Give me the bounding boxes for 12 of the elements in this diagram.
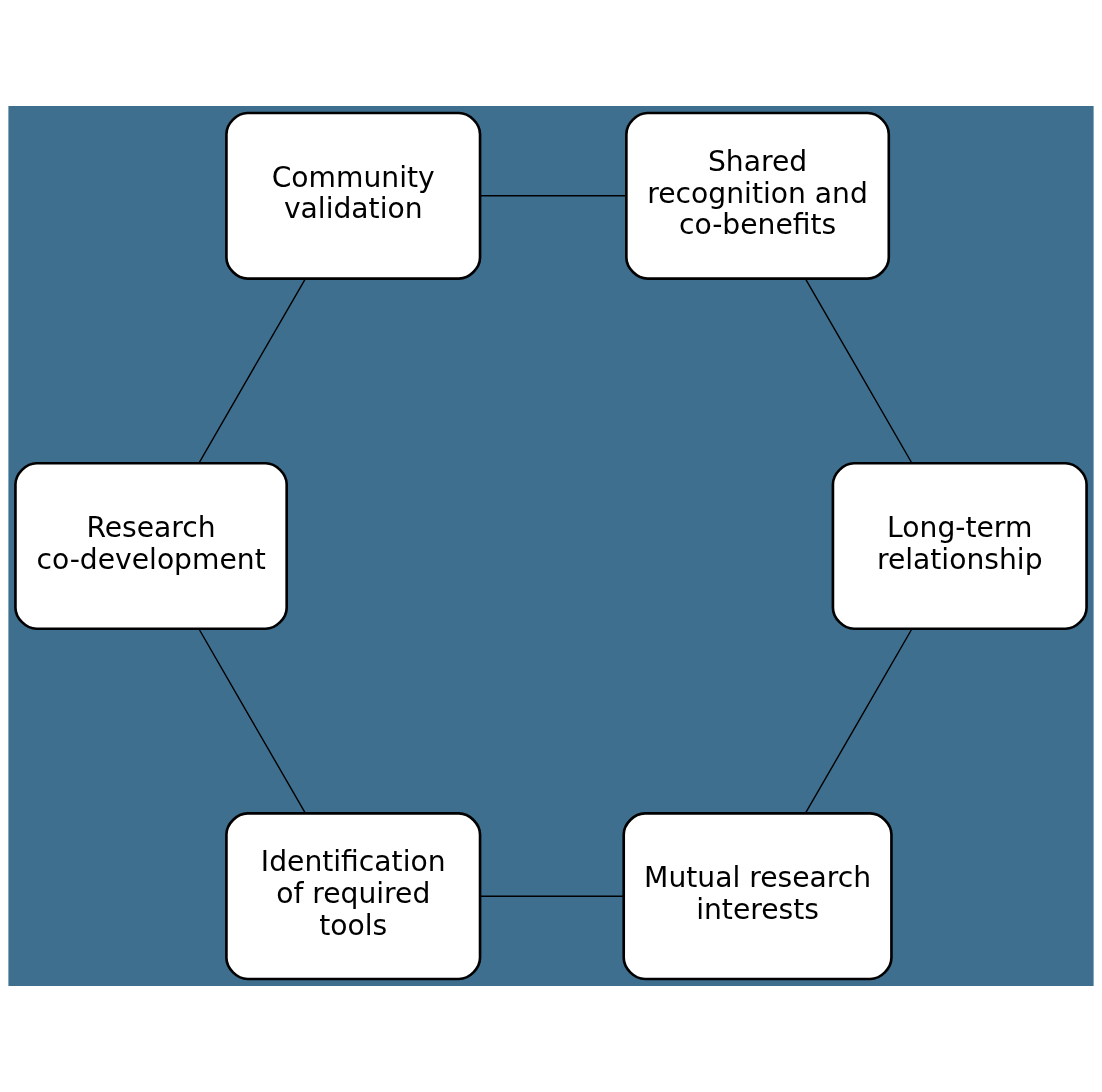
- connector: [804, 278, 913, 464]
- node-box: Shared recognition and co-benefits: [625, 111, 891, 280]
- connector: [804, 628, 913, 814]
- node-box: Research co-development: [14, 461, 288, 631]
- connector: [198, 628, 307, 814]
- connector: [198, 278, 307, 464]
- connector: [479, 895, 625, 897]
- node-box: Long-term relationship: [831, 461, 1088, 631]
- node-box: Community validation: [225, 111, 482, 280]
- connector: [479, 195, 628, 197]
- node-box: Mutual research interests: [622, 812, 893, 981]
- node-box: Identification of required tools: [225, 812, 482, 981]
